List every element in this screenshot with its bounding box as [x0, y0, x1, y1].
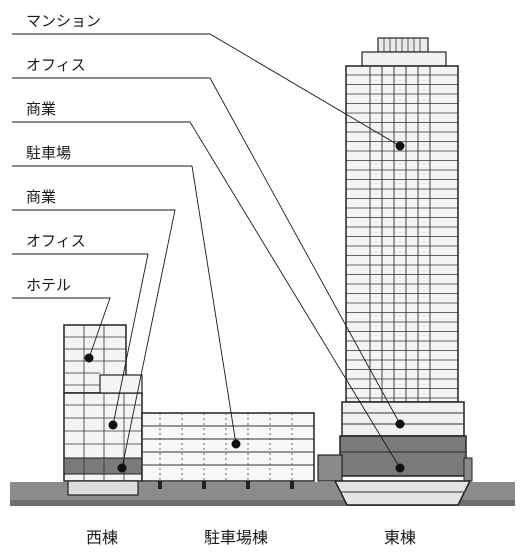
dot-east-commercial: [395, 463, 405, 473]
parking-columns: [159, 413, 293, 481]
ground-shadow: [10, 500, 515, 506]
label-east-office: オフィス: [26, 56, 86, 74]
leader-east-residence: [12, 33, 401, 147]
marker-dots: [84, 141, 405, 473]
west-basement: [67, 480, 139, 496]
caption-west-building: 西棟: [86, 528, 119, 547]
dot-parking: [231, 439, 241, 449]
east-annex: [317, 454, 343, 482]
west-tower-upper: [63, 324, 127, 394]
west-commercial-band: [63, 457, 143, 475]
caption-parking-building: 駐車場棟: [204, 528, 269, 547]
east-tower-top: [361, 51, 447, 67]
label-east-residence: マンション: [26, 12, 102, 30]
east-building: [317, 37, 473, 506]
east-tower-floors: [346, 74, 458, 399]
parking-body: [141, 412, 315, 482]
leader-west-hotel: [12, 297, 111, 359]
leader-east-commercial: [12, 121, 401, 469]
parking-decks: [142, 425, 314, 466]
label-west-office: オフィス: [26, 232, 86, 250]
dot-west-hotel: [84, 353, 94, 363]
east-tower: [345, 65, 459, 403]
leader-parking: [12, 165, 237, 445]
label-parking: 駐車場: [26, 144, 72, 162]
leader-east-office: [12, 77, 401, 425]
west-building: [63, 324, 143, 496]
label-west-commercial: 商業: [26, 188, 57, 206]
parking-piers: [158, 481, 294, 489]
east-basement: [333, 480, 472, 506]
dot-west-office: [108, 420, 118, 430]
label-west-hotel: ホテル: [26, 276, 72, 294]
dot-west-commercial: [117, 463, 127, 473]
leader-west-office: [12, 253, 149, 426]
label-east-commercial: 商業: [26, 100, 57, 118]
caption-east-building: 東棟: [384, 528, 417, 547]
leader-lines: [12, 33, 401, 469]
east-office-podium: [341, 401, 465, 437]
east-crown: [377, 37, 429, 53]
dot-east-office: [395, 419, 405, 429]
east-crown-fins: [383, 38, 421, 52]
parking-building: [141, 412, 315, 489]
leader-west-commercial: [12, 209, 176, 469]
dot-east-residence: [395, 141, 405, 151]
west-floor-lines: [64, 325, 142, 481]
east-annex-right: [463, 457, 473, 482]
east-tower-core: [369, 66, 431, 402]
